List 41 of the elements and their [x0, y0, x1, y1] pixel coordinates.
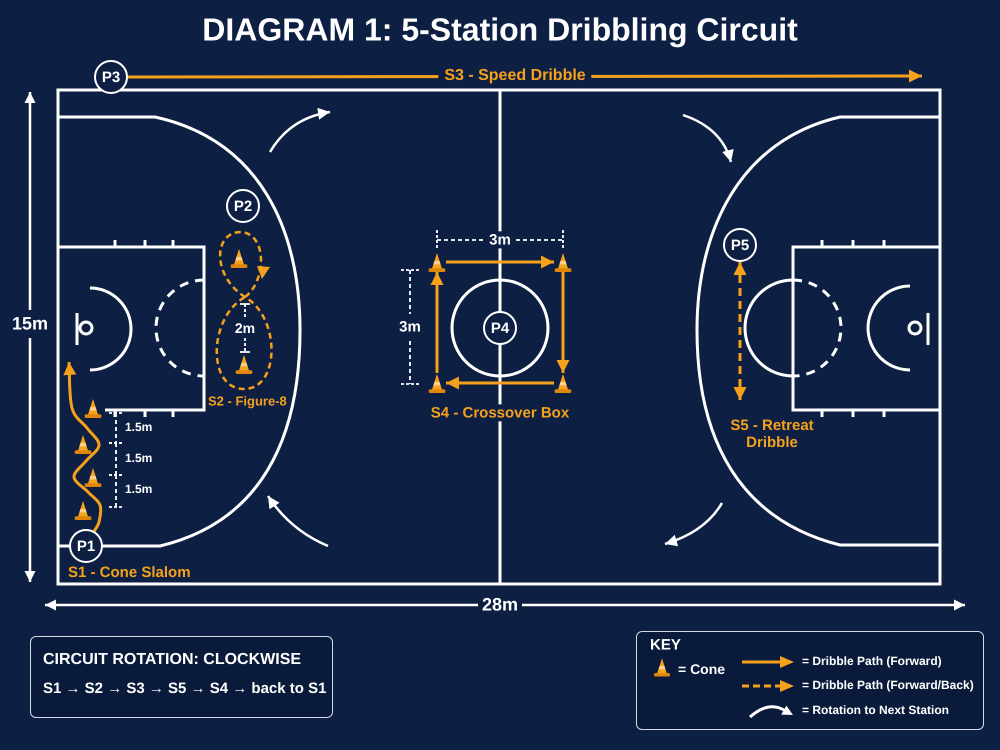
station-label: S2 - Figure-8 — [208, 394, 287, 410]
dimension-label: 3m — [399, 318, 421, 336]
cone-icon — [554, 373, 572, 393]
dimension-label: 1.5m — [125, 452, 152, 466]
legend-text: = Dribble Path (Forward) — [802, 655, 942, 669]
dribble-arrow — [430, 272, 444, 373]
dimension-label: 1.5m — [125, 421, 152, 435]
player-marker: P4 — [483, 311, 517, 345]
dribble-arrow — [446, 376, 554, 390]
dribble-arrow — [734, 262, 746, 400]
cone-icon — [428, 373, 446, 393]
legend-text: = Cone — [678, 660, 726, 678]
cone-icon — [230, 248, 248, 268]
dimension-label: 2m — [234, 320, 256, 336]
panel-heading: CIRCUIT ROTATION: CLOCKWISE — [43, 651, 302, 670]
cone-icon — [74, 500, 92, 520]
legend-text: = Rotation to Next Station — [802, 704, 949, 718]
player-marker: P1 — [69, 529, 103, 563]
legend-text: = Dribble Path (Forward/Back) — [802, 679, 974, 693]
edge-label: S3 - Speed Dribble — [438, 66, 592, 86]
rotation-sequence: S1 → S2 → S3 → S5 → S4 → back to S1 — [43, 680, 326, 698]
dimension-label: 28m — [482, 594, 518, 616]
dribble-arrow — [63, 362, 102, 532]
cone-icon — [235, 354, 253, 374]
cone-icon — [554, 252, 572, 272]
legend-heading: KEY — [650, 636, 681, 654]
station-label: S5 - Retreat Dribble — [729, 416, 815, 452]
player-marker: P5 — [723, 228, 757, 262]
dribble-arrow — [446, 256, 554, 268]
diagram-title: DIAGRAM 1: 5-Station Dribbling Circuit — [202, 12, 798, 48]
cone-icon — [74, 434, 92, 454]
info-panel — [30, 636, 333, 718]
player-marker: P2 — [226, 189, 260, 223]
cone-icon — [84, 398, 102, 418]
dimension-label: 15m — [12, 314, 48, 334]
dimension-label: 1.5m — [125, 483, 152, 497]
cone-icon — [428, 252, 446, 272]
station-label: S1 - Cone Slalom — [68, 565, 191, 581]
player-marker: P3 — [94, 60, 128, 94]
cone-icon — [84, 467, 102, 487]
dribble-arrow — [556, 272, 570, 373]
